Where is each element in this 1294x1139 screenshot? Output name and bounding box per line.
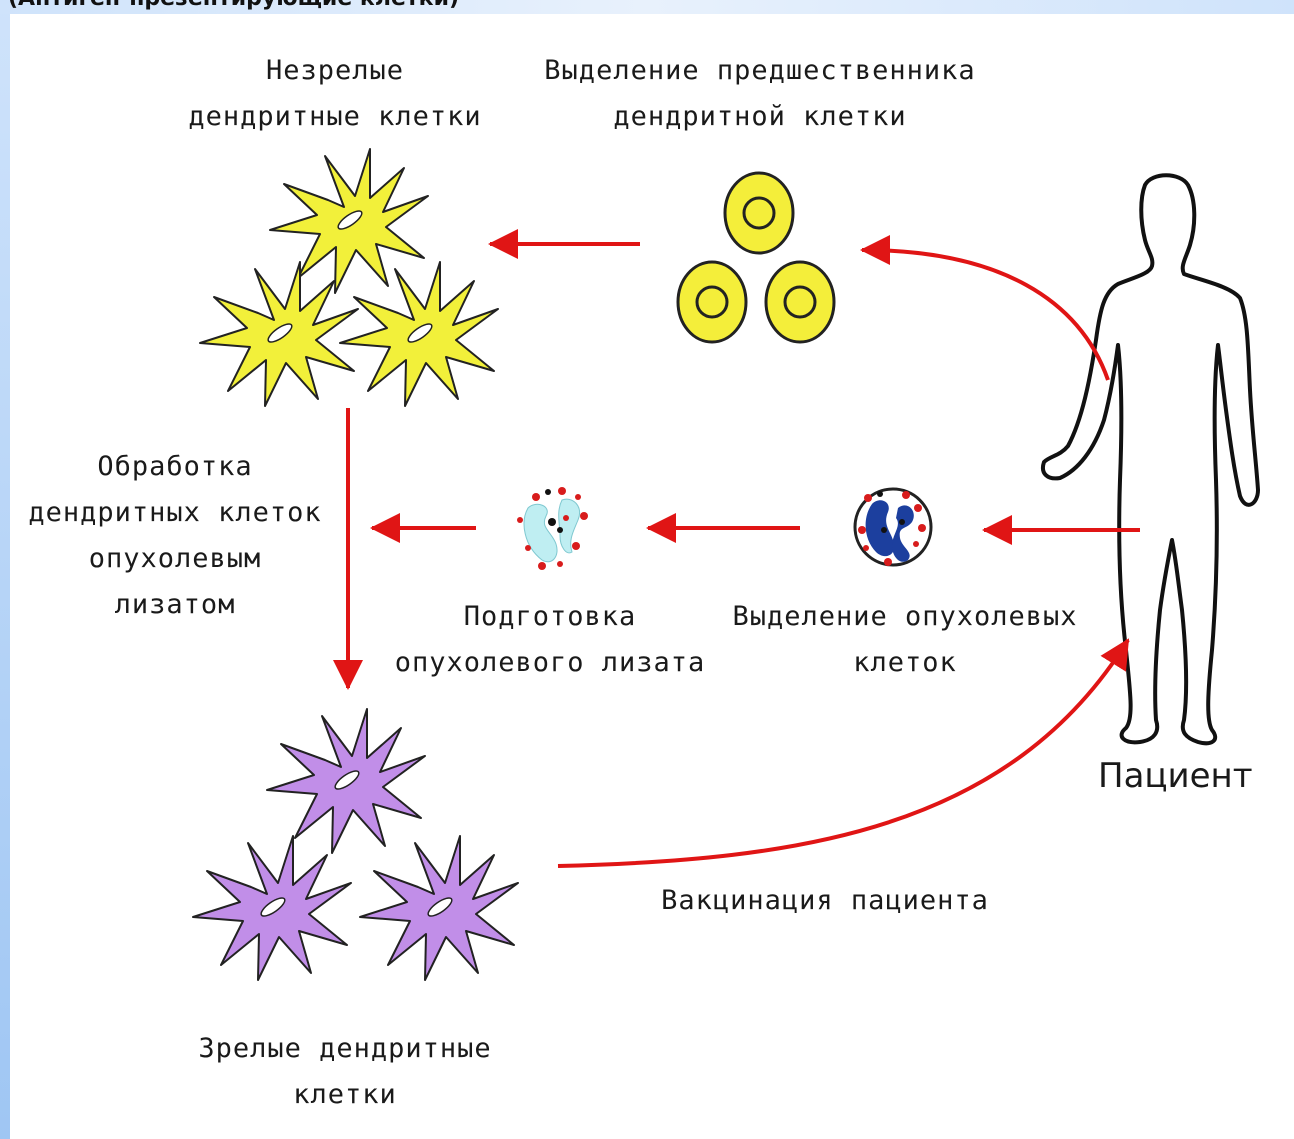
mature-dc-cell-right [360, 836, 518, 980]
label-patient: Пациент [1098, 756, 1253, 796]
precursor-cell-top [725, 173, 793, 253]
precursor-cell-right [766, 262, 834, 342]
precursor-cell-left [678, 262, 746, 342]
label-patient-vaccination: Вакцинация пациента [630, 878, 1020, 924]
mature-dc-cell-left [193, 836, 351, 980]
tumor-cell [855, 489, 931, 566]
mature-dendritic-cells [193, 709, 518, 980]
precursor-cells [678, 173, 834, 342]
tumor-lysate [517, 487, 588, 570]
arrow-patient-to-precursor [862, 250, 1108, 380]
immature-dc-cell-top [270, 149, 428, 293]
mature-dc-cell-top [267, 709, 425, 853]
immature-dendritic-cells [200, 149, 498, 406]
arrows [348, 244, 1140, 866]
immature-dc-cell-right [340, 262, 498, 406]
